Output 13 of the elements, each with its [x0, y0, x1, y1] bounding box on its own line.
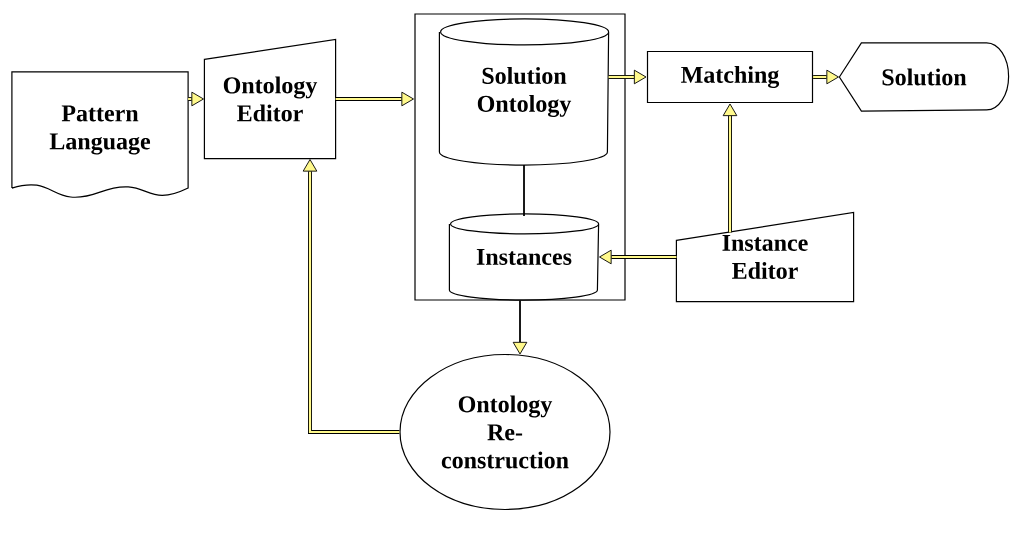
database-cylinder: Solution Ontology — [438, 18, 610, 166]
arrow — [335, 91, 414, 107]
arrow — [813, 69, 839, 85]
arrow — [188, 91, 204, 107]
container-box — [414, 13, 626, 301]
arrow — [302, 159, 400, 434]
document-shape: Pattern Language — [11, 71, 189, 198]
arrow — [512, 299, 528, 355]
arrow — [722, 103, 738, 233]
process-box: Matching — [646, 50, 814, 104]
arrow — [608, 69, 647, 85]
database-cylinder: Instances — [448, 213, 600, 301]
arrow — [599, 249, 677, 265]
